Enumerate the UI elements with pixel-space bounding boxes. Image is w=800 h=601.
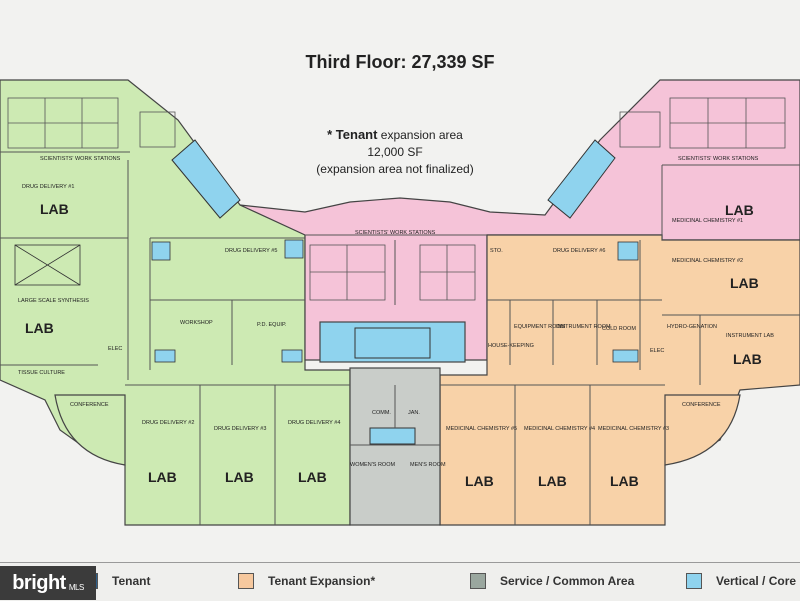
large-scale-label: LARGE SCALE SYNTHESIS xyxy=(18,298,89,304)
ws-label-east: SCIENTISTS' WORK STATIONS xyxy=(678,156,759,162)
sto-label: STO. xyxy=(490,248,503,254)
equipment-boxes xyxy=(14,239,639,363)
note-bold: * Tenant xyxy=(327,127,378,142)
interior-walls xyxy=(0,151,800,525)
drug-delivery-1: DRUG DELIVERY #1 xyxy=(22,184,74,190)
lab-label-east-s3: LAB xyxy=(610,473,639,489)
jan-label: JAN. xyxy=(408,410,420,416)
brand-text: bright xyxy=(12,571,66,594)
lab-label-east-s2: LAB xyxy=(538,473,567,489)
expansion-note: * Tenant expansion area 12,000 SF (expan… xyxy=(290,126,500,178)
med-chem-3: MEDICINAL CHEMISTRY #3 xyxy=(598,426,669,432)
lab-label-west-2: LAB xyxy=(25,320,54,336)
housekeeping: HOUSE-KEEPING xyxy=(488,343,534,349)
lab-label-south-3: LAB xyxy=(298,469,327,485)
brand-suffix: MLS xyxy=(68,582,84,592)
womens-room: WOMEN'S ROOM xyxy=(350,462,395,468)
mens-room: MEN'S ROOM xyxy=(410,462,446,468)
pd-equip-label: P.D. EQUIP. xyxy=(257,322,287,328)
med-chem-4: MEDICINAL CHEMISTRY #4 xyxy=(524,426,595,432)
lab-label-south-1: LAB xyxy=(148,469,177,485)
workstations xyxy=(7,97,786,301)
legend-swatch-core xyxy=(686,573,702,589)
room-labels: LAB LAB LAB LAB LAB LAB LAB LAB LAB LAB … xyxy=(18,156,774,489)
elec-east: ELEC xyxy=(650,348,664,354)
conference-east: CONFERENCE xyxy=(682,402,721,408)
tissue-culture-label: TISSUE CULTURE xyxy=(18,370,65,376)
note-rest: expansion area xyxy=(377,128,463,142)
west-stair xyxy=(171,139,241,219)
drug-delivery-4: DRUG DELIVERY #4 xyxy=(288,420,340,426)
lab-label-east-1: LAB xyxy=(725,202,754,218)
note-finalized: (expansion area not finalized) xyxy=(316,162,474,176)
equipment-room: EQUIPMENT ROOM xyxy=(514,324,566,330)
instrument-room: INSTRUMENT ROOM xyxy=(556,324,611,330)
ws-label-west: SCIENTISTS' WORK STATIONS xyxy=(40,156,121,162)
legend-swatch-expansion xyxy=(238,573,254,589)
lab-label-east-s1: LAB xyxy=(465,473,494,489)
ws-label-center: SCIENTISTS' WORK STATIONS xyxy=(355,230,436,236)
drug-delivery-6: DRUG DELIVERY #6 xyxy=(553,248,605,254)
elec-west: ELEC xyxy=(108,346,122,352)
hydrogenation: HYDRO-GENATION xyxy=(667,324,717,330)
lab-label-south-2: LAB xyxy=(225,469,254,485)
comm-label: COMM. xyxy=(372,410,391,416)
lab-label-west-1: LAB xyxy=(40,201,69,217)
legend-label-core: Vertical / Core xyxy=(716,574,797,588)
lab-label-east-3: LAB xyxy=(733,351,762,367)
conference-west: CONFERENCE xyxy=(70,402,109,408)
service-stair xyxy=(369,427,416,445)
med-chem-2: MEDICINAL CHEMISTRY #2 xyxy=(672,258,743,264)
med-chem-1: MEDICINAL CHEMISTRY #1 xyxy=(672,218,743,224)
lab-label-east-2: LAB xyxy=(730,275,759,291)
note-area: 12,000 SF xyxy=(367,145,423,159)
legend-expansion: Tenant Expansion* xyxy=(238,572,375,590)
core-stair xyxy=(354,327,431,359)
cold-room: COLD ROOM xyxy=(602,326,636,332)
workshop-label: WORKSHOP xyxy=(180,320,213,326)
drug-delivery-5: DRUG DELIVERY #5 xyxy=(225,248,277,254)
legend: Tenant Tenant Expansion* Service / Commo… xyxy=(0,562,800,601)
west-conference xyxy=(54,394,126,466)
legend-label-tenant: Tenant xyxy=(112,574,151,588)
legend-core: Vertical / Core xyxy=(686,572,796,590)
stairs xyxy=(171,139,616,445)
med-chem-5: MEDICINAL CHEMISTRY #5 xyxy=(446,426,517,432)
legend-label-service: Service / Common Area xyxy=(500,574,635,588)
legend-label-expansion: Tenant Expansion* xyxy=(268,574,376,588)
legend-swatch-service xyxy=(470,573,486,589)
drug-delivery-2: DRUG DELIVERY #2 xyxy=(142,420,194,426)
legend-service: Service / Common Area xyxy=(470,572,634,590)
instrument-lab: INSTRUMENT LAB xyxy=(726,333,774,339)
page-title: Third Floor: 27,339 SF xyxy=(305,52,495,72)
east-stair xyxy=(547,139,616,219)
east-conference xyxy=(664,394,741,466)
drug-delivery-3: DRUG DELIVERY #3 xyxy=(214,426,266,432)
